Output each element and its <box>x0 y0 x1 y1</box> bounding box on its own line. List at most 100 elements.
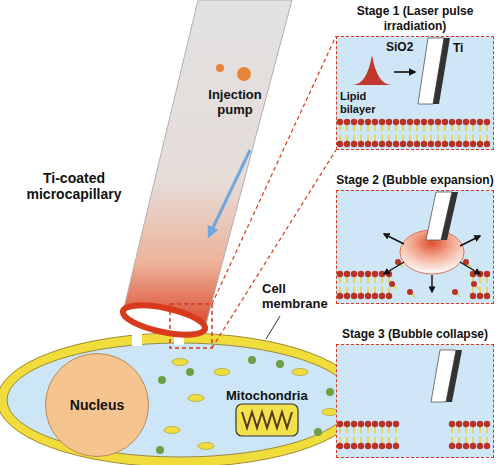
lipid-bilayers-part <box>472 135 474 141</box>
zoom-indicator-part <box>212 150 336 348</box>
lipid-bilayers-part <box>344 119 350 125</box>
lipid-bilayers-part <box>386 293 392 299</box>
lipid-bilayers-part <box>449 443 455 449</box>
lipid-bilayers-part <box>472 437 474 443</box>
stage-panel: Stage 2 (Bubble expansion) <box>336 173 494 304</box>
lipid-bilayers-part <box>358 141 364 147</box>
lipid-bilayers-part <box>360 427 362 433</box>
lipid-bilayers-part <box>365 443 371 449</box>
lipid-bilayers-part <box>465 125 467 131</box>
lipid-bilayers-part <box>358 421 364 427</box>
lipid-bilayers-part <box>393 421 399 427</box>
lipid-bilayers-part <box>470 443 476 449</box>
lipid-bilayers-part <box>388 135 390 141</box>
lipid-bilayers-part <box>346 287 348 293</box>
stage2-picture <box>384 192 480 292</box>
stage-panel: Stage 1 (Laser pulse irradiation) <box>336 4 494 150</box>
node-text: Stage 2 (Bubble expansion) <box>336 173 494 187</box>
capillary-label: Ti-coated microcapillary <box>16 170 132 202</box>
lipid-bilayers-part <box>365 293 371 299</box>
lipid-bilayers-part <box>479 135 481 141</box>
lipid-bilayers-part <box>339 427 341 433</box>
lipid-bilayers-part <box>337 271 343 277</box>
lipid-bilayers-part <box>353 437 355 443</box>
dashed-frame <box>336 190 494 304</box>
lipid-bilayers-part <box>416 135 418 141</box>
stage-panel: Stage 3 (Bubble collapse) <box>336 327 494 458</box>
lipid-bilayers-part <box>386 141 392 147</box>
lipid-bilayers-part <box>486 277 488 283</box>
lipid-bilayers-part <box>395 437 397 443</box>
lipid-bilayers-part <box>472 427 474 433</box>
lipid-bilayers-part <box>402 125 404 131</box>
organelles-part <box>314 428 322 436</box>
lipid-bilayers-part <box>407 141 413 147</box>
stage-grounds-part <box>336 36 494 150</box>
lipid-bilayers-part <box>463 421 469 427</box>
stage1-picture-part <box>394 71 415 73</box>
cell <box>0 331 363 465</box>
lipid-bilayers-part <box>409 125 411 131</box>
lipid-bilayers-part <box>337 443 343 449</box>
organelles-part <box>198 443 214 450</box>
lipid-bilayers-part <box>486 427 488 433</box>
zoom-indicator-part <box>266 316 280 339</box>
lipid-bilayers-part <box>400 141 406 147</box>
lipid-bilayers-part <box>358 443 364 449</box>
lipid-bilayers-part <box>367 135 369 141</box>
lipid-bilayers-part <box>344 421 350 427</box>
lipid-bilayers-part <box>353 125 355 131</box>
material-label: SiO2 <box>386 41 413 55</box>
lipid-bilayers-part <box>484 141 490 147</box>
organelles-part <box>158 376 166 384</box>
lipid-bilayers-part <box>486 287 488 293</box>
lipid-bilayers-part <box>351 119 357 125</box>
lipid-bilayers-part <box>344 293 350 299</box>
lipid-bilayers-part <box>407 289 413 295</box>
lipid-bilayers-part <box>374 287 376 293</box>
lipid-bilayers-part <box>372 421 378 427</box>
lipid-bilayers-part <box>374 125 376 131</box>
lipid-bilayers-part <box>346 135 348 141</box>
lipid-bilayers-part <box>379 119 385 125</box>
stage2-picture-part <box>384 262 404 274</box>
lipid-bilayers-part <box>360 135 362 141</box>
lipid-bilayers-part <box>393 141 399 147</box>
lipid-bilayers-part <box>358 119 364 125</box>
lipid-bilayers-part <box>379 443 385 449</box>
lipid-bilayers-part <box>486 125 488 131</box>
lipid-bilayers-part <box>472 125 474 131</box>
mitochondrion-cristae <box>242 412 292 428</box>
node-text: Mitochondria <box>226 388 308 403</box>
lipid-bilayers-part <box>353 427 355 433</box>
lipid-bilayers-part <box>365 119 371 125</box>
lipid-bilayers-part <box>346 125 348 131</box>
lipid-bilayers-part <box>435 119 441 125</box>
lipid-bilayers-part <box>409 135 411 141</box>
lipid-bilayers-part <box>456 141 462 147</box>
dashed-frame <box>336 344 494 458</box>
stage2-picture-part <box>431 275 432 292</box>
lipid-bilayers-part <box>402 135 404 141</box>
lipid-bilayers-part <box>388 287 390 293</box>
lipid-bilayers-part <box>372 141 378 147</box>
lipid-bilayers-part <box>458 125 460 131</box>
lipid-bilayers-part <box>423 135 425 141</box>
lipid-bilayers-part <box>435 141 441 147</box>
lipid-bilayers-part <box>470 293 476 299</box>
lipid-bilayers-part <box>388 437 390 443</box>
lipid-bilayers-part <box>346 427 348 433</box>
lipid-bilayers-part <box>393 443 399 449</box>
lipid-bilayers-part <box>339 277 341 283</box>
lipid-bilayers-part <box>344 443 350 449</box>
node-text: Stage 1 (Laser pulse irradiation) <box>336 4 494 33</box>
lipid-bilayers-part <box>484 271 490 277</box>
lipid-bilayers-part <box>477 119 483 125</box>
lipid-bilayers-part <box>339 287 341 293</box>
lipid-bilayers-part <box>395 125 397 131</box>
lipid-bilayers-part <box>479 427 481 433</box>
stage2-picture-part <box>384 234 404 244</box>
lipid-bilayers-part <box>346 437 348 443</box>
node-text: Stage 3 (Bubble collapse) <box>336 327 494 341</box>
stage-grounds-part <box>336 190 494 304</box>
